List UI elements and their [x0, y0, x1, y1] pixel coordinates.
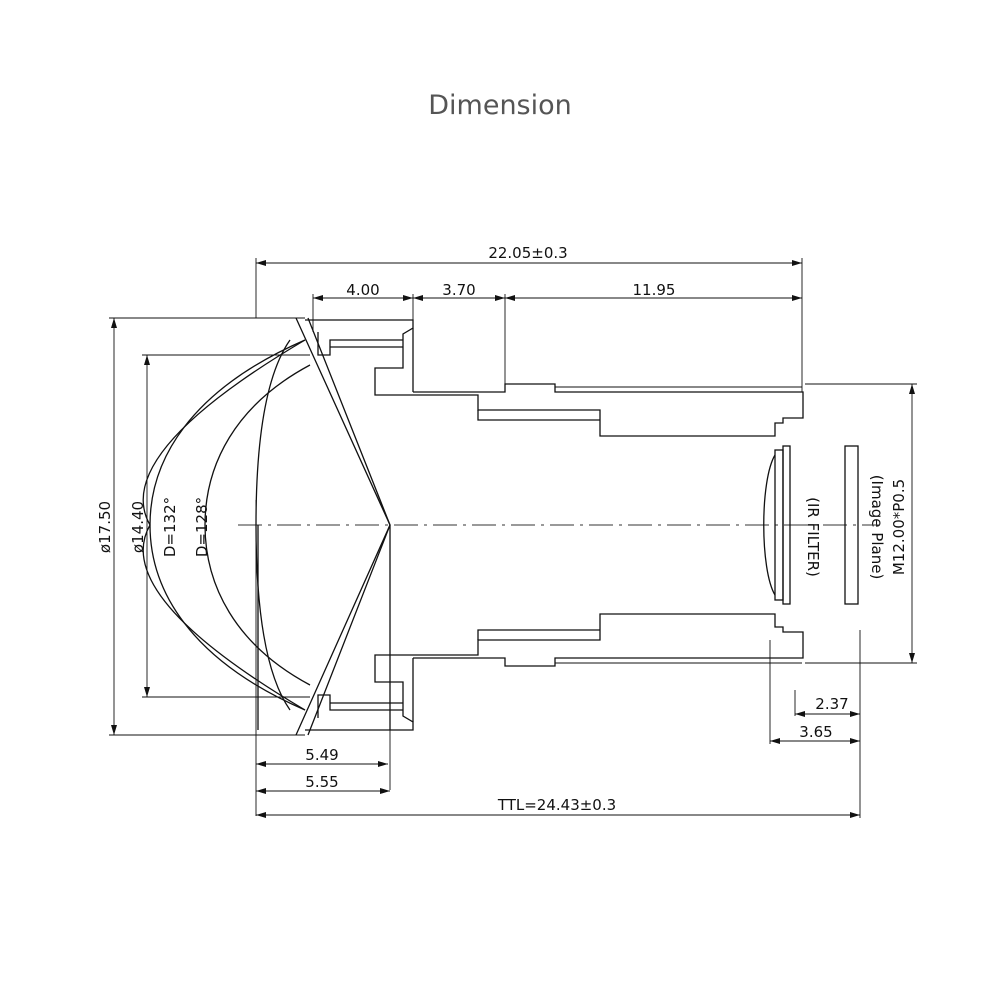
page-title: Dimension [428, 90, 572, 121]
thread-spec-label: M12.00*P0.5 [890, 479, 908, 575]
lens-barrel-outline [305, 319, 804, 731]
dim-back-237: 2.37 [815, 695, 848, 713]
dim-ttl: TTL=24.43±0.3 [497, 796, 616, 814]
ir-filter-label: (IR FILTER) [804, 497, 822, 577]
dim-fov-132: D=132° [161, 497, 179, 557]
dim-seg1: 4.00 [346, 281, 379, 299]
dimension-arrows [111, 260, 915, 818]
dim-overall-length: 22.05±0.3 [488, 244, 567, 262]
dim-seg3: 11.95 [633, 281, 676, 299]
image-plane-sensor [844, 445, 859, 605]
dim-inner-diameter: ø14.40 [129, 501, 147, 553]
dim-front-555: 5.55 [305, 773, 338, 791]
front-lens-element [142, 317, 391, 736]
dim-back-365: 3.65 [799, 723, 832, 741]
dim-seg2: 3.70 [442, 281, 475, 299]
dimension-lines [109, 258, 917, 818]
dim-fov-128: D=128° [193, 497, 211, 557]
image-plane-label: (Image Plane) [868, 475, 886, 580]
dim-front-549: 5.49 [305, 746, 338, 764]
ir-filter-element [763, 445, 791, 605]
dim-outer-diameter: ø17.50 [96, 501, 114, 553]
